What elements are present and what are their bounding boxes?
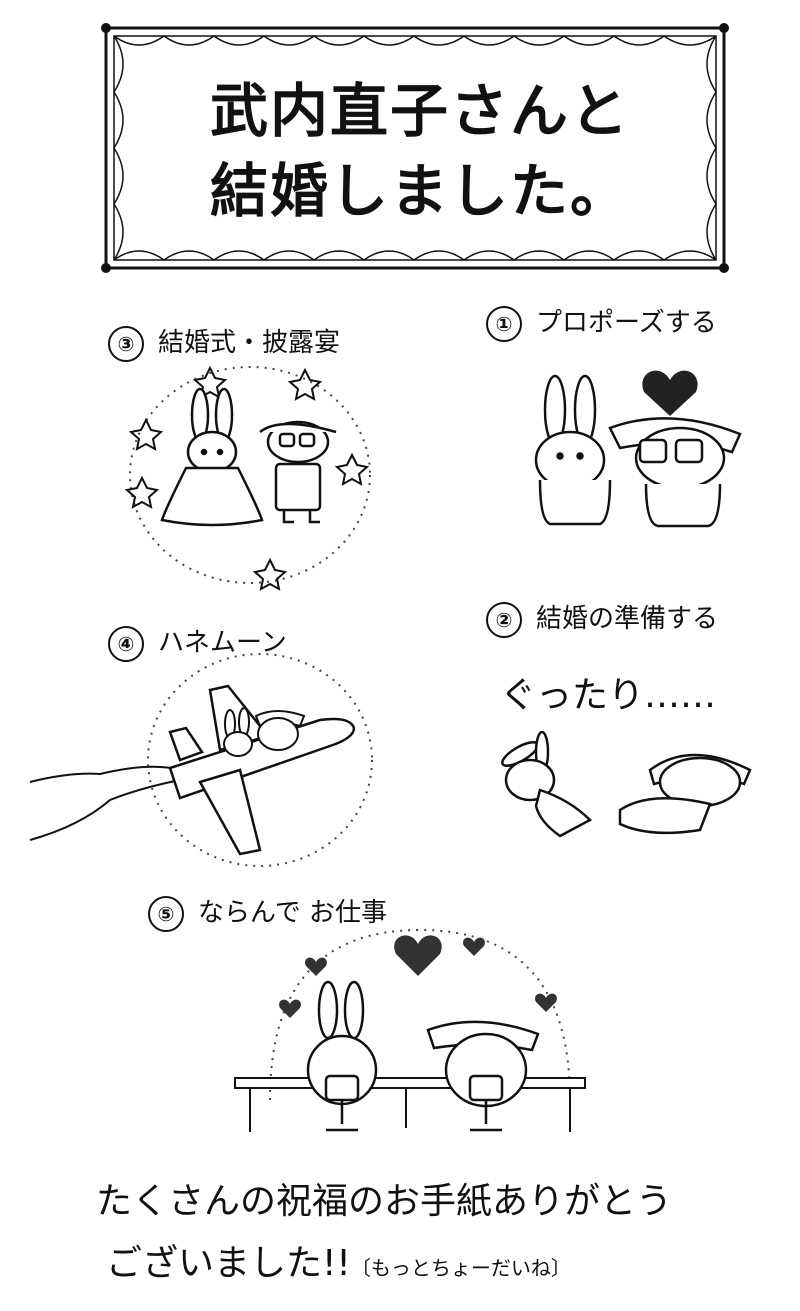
thanks-line-2-text: ございました!! bbox=[106, 1243, 351, 1284]
dog-character bbox=[426, 1020, 540, 1132]
step-4-label: ④ ハネムーン bbox=[108, 622, 287, 662]
exhausted-note: ぐったり…… bbox=[500, 675, 717, 716]
dog-character bbox=[618, 753, 752, 835]
step-4-number: ④ bbox=[108, 625, 144, 662]
star-icon bbox=[124, 365, 370, 591]
bunny-character bbox=[160, 387, 264, 527]
step-1-label: ① プロポーズする bbox=[486, 302, 717, 342]
dog-character bbox=[259, 420, 337, 524]
step-3-number: ③ bbox=[108, 325, 144, 362]
title-line-2: 結婚しました。 bbox=[209, 157, 630, 225]
thanks-line-2: ございました!!〔もっとちょーだいね〕 bbox=[106, 1234, 571, 1286]
bunny-character bbox=[534, 374, 612, 526]
step-3-label: ③ 結婚式・披露宴 bbox=[108, 322, 340, 362]
step-3-text: 結婚式・披露宴 bbox=[158, 328, 341, 358]
step-2-label: ② 結婚の準備する bbox=[486, 598, 718, 638]
bunny-character bbox=[223, 707, 253, 757]
step-5-text: ならんで お仕事 bbox=[198, 898, 387, 928]
step-5-number: ⑤ bbox=[148, 895, 184, 932]
dog-character bbox=[254, 710, 306, 751]
heart-icon bbox=[642, 370, 698, 416]
airplane-icon bbox=[168, 684, 356, 856]
dog-character bbox=[608, 417, 742, 528]
exhausted-illustration bbox=[501, 730, 752, 838]
step-1-text: プロポーズする bbox=[536, 308, 717, 338]
bunny-character bbox=[501, 730, 593, 838]
thanks-aside: 〔もっとちょーだいね〕 bbox=[350, 1256, 571, 1280]
step-1-number: ① bbox=[486, 305, 522, 342]
wedding-illustration bbox=[124, 365, 371, 591]
working-together-illustration bbox=[234, 928, 586, 1132]
step-2-number: ② bbox=[486, 601, 522, 638]
title-line-1: 武内直子さんと bbox=[209, 77, 630, 145]
step-5-label: ⑤ ならんで お仕事 bbox=[148, 892, 387, 932]
proposal-illustration bbox=[534, 370, 742, 528]
step-2-text: 結婚の準備する bbox=[536, 604, 719, 634]
title-frame bbox=[101, 23, 729, 273]
thanks-line-1: たくさんの祝福のお手紙ありがとう bbox=[96, 1181, 673, 1222]
bunny-character bbox=[306, 980, 378, 1132]
step-4-text: ハネムーン bbox=[158, 628, 287, 658]
honeymoon-illustration bbox=[29, 653, 373, 867]
heart-icon bbox=[279, 935, 557, 1018]
